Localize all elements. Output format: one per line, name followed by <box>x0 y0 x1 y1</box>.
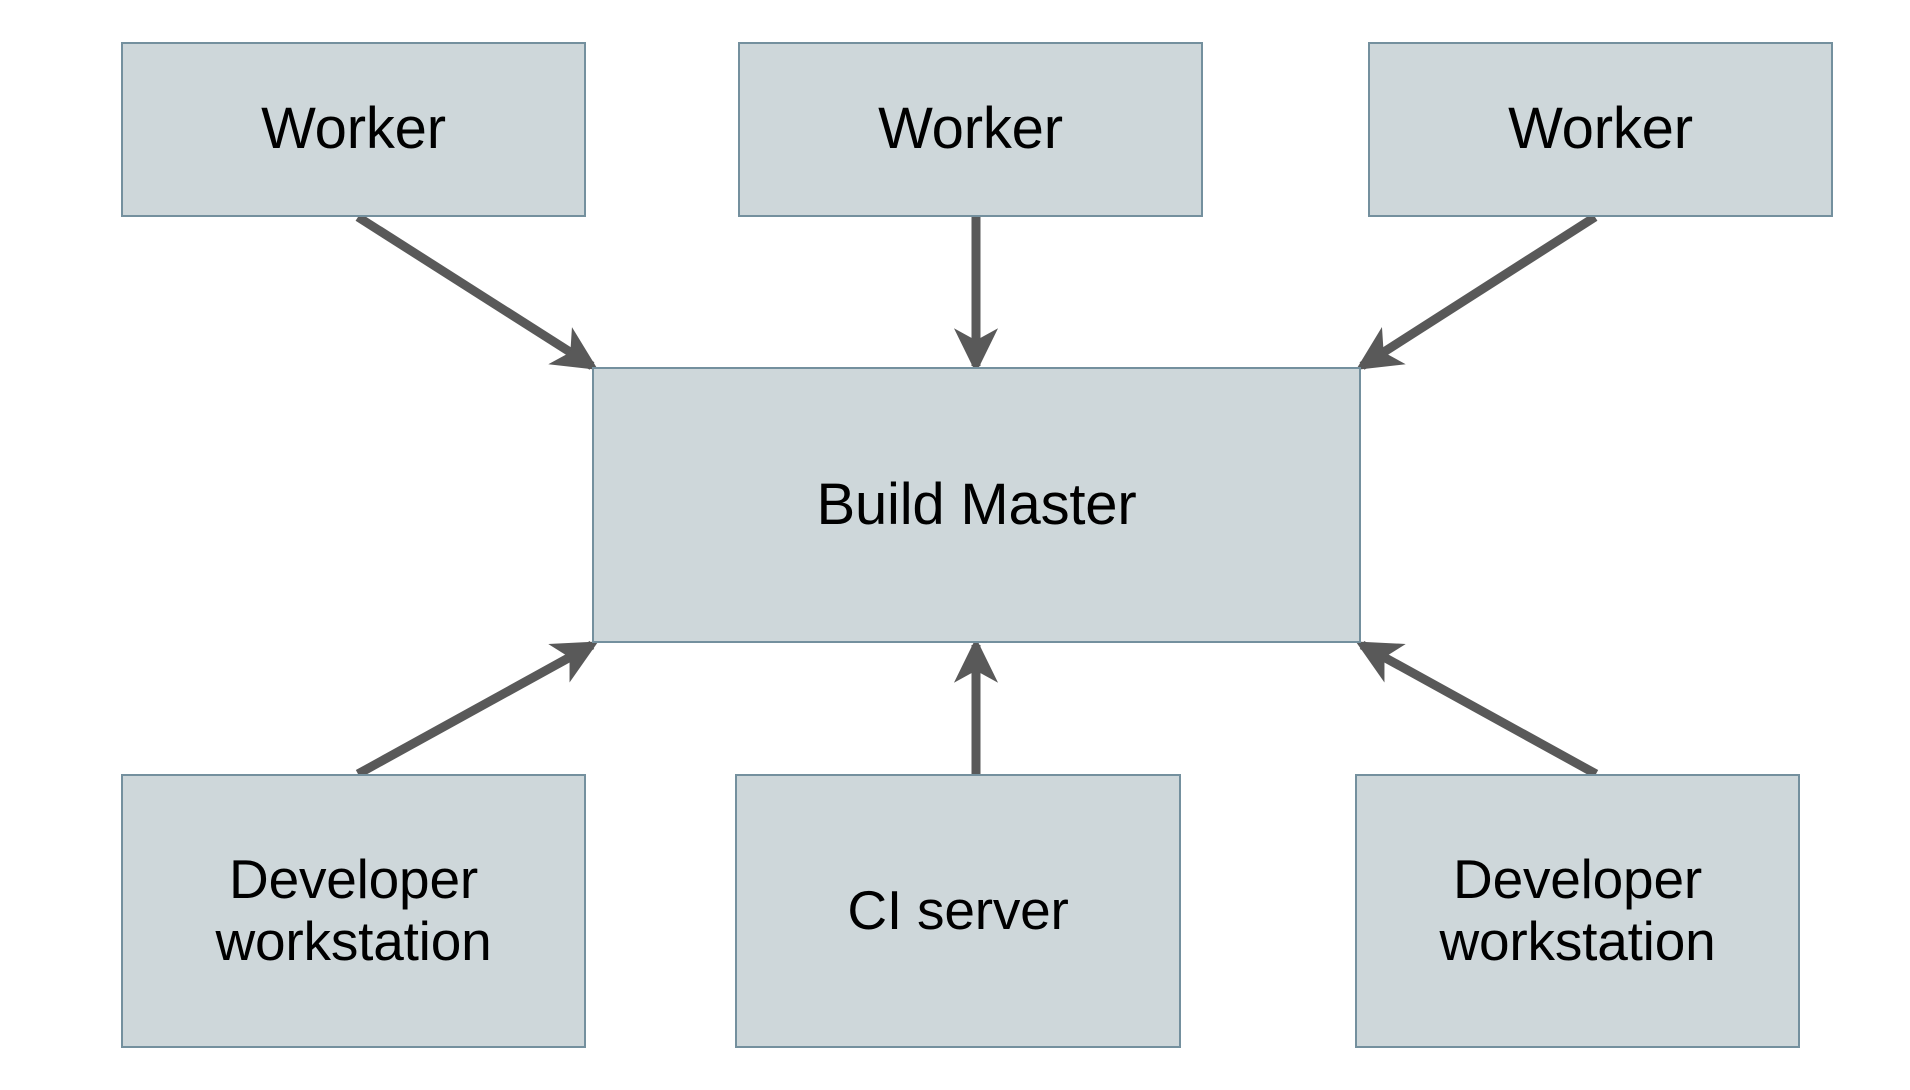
node-developer-workstation-2-label: Developer workstation <box>1439 848 1716 972</box>
node-build-master[interactable]: Build Master <box>592 367 1361 643</box>
node-worker-3-label: Worker <box>1508 96 1693 162</box>
node-worker-3[interactable]: Worker <box>1368 42 1833 217</box>
edge-worker-3-to-build-master <box>1355 213 1598 370</box>
node-worker-2-label: Worker <box>878 96 1063 162</box>
node-developer-workstation-2[interactable]: Developer workstation <box>1355 774 1800 1048</box>
edge-worker-1-to-build-master <box>355 213 599 370</box>
node-worker-1-label: Worker <box>261 96 446 162</box>
node-developer-workstation-1-label: Developer workstation <box>215 848 492 972</box>
node-ci-server-label: CI server <box>847 879 1069 942</box>
node-worker-1[interactable]: Worker <box>121 42 586 217</box>
node-developer-workstation-1[interactable]: Developer workstation <box>121 774 586 1048</box>
node-ci-server[interactable]: CI server <box>735 774 1181 1048</box>
edge-dev-ws-1-to-build-master <box>355 641 599 778</box>
node-build-master-label: Build Master <box>816 471 1137 537</box>
edge-dev-ws-2-to-build-master <box>1355 641 1599 778</box>
node-worker-2[interactable]: Worker <box>738 42 1203 217</box>
